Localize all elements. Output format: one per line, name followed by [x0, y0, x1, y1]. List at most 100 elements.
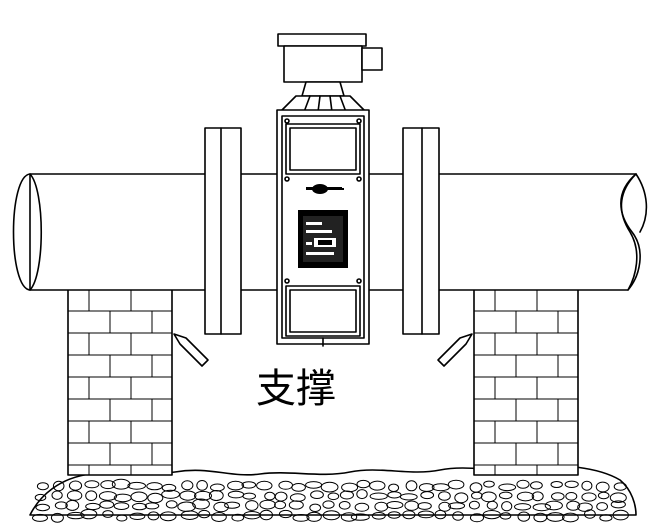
right-flange	[402, 127, 440, 335]
rubble-stone	[66, 511, 85, 520]
rubble-stone	[288, 500, 304, 510]
rubble-stone	[469, 513, 485, 523]
rubble-stone	[420, 491, 435, 500]
rubble-stone	[159, 511, 177, 522]
rubble-stone	[498, 491, 513, 500]
rubble-stone	[566, 500, 581, 511]
rubble-stone	[454, 492, 469, 504]
rubble-stone	[369, 480, 386, 491]
rubble-stone	[599, 514, 613, 522]
rubble-stone	[338, 501, 351, 510]
rubble-stone	[597, 491, 610, 500]
rubble-stone	[181, 480, 194, 491]
rubble-stone	[339, 490, 354, 500]
support-label: 支撑	[256, 366, 336, 412]
rubble-stone	[613, 482, 627, 491]
rubble-stone	[196, 480, 208, 491]
left-brick-pillar	[67, 288, 173, 476]
rubble-stone	[259, 509, 273, 521]
rubble-stone	[146, 482, 163, 491]
rubble-stone	[434, 509, 447, 520]
rubble-stone	[84, 480, 100, 489]
support-arrow-left	[173, 333, 209, 367]
rubble-stone	[322, 510, 341, 521]
rubble-stone	[532, 503, 551, 512]
rubble-stone	[452, 511, 464, 521]
rubble-stone	[371, 512, 386, 520]
rubble-stone	[54, 501, 68, 510]
rubble-stone	[544, 500, 563, 511]
rubble-stone	[99, 500, 115, 509]
rubble-stone	[551, 492, 565, 501]
rubble-stone	[438, 501, 452, 512]
rubble-stone	[369, 492, 388, 500]
rubble-stone	[386, 501, 404, 509]
rubble-stone	[387, 511, 401, 519]
rubble-stone	[564, 480, 579, 488]
rubble-stone	[36, 482, 49, 491]
rubble-stone	[405, 480, 418, 492]
rubble-stone	[516, 491, 535, 502]
rubble-stone	[127, 481, 146, 490]
rubble-stone	[85, 490, 98, 502]
rubble-stone	[165, 500, 178, 509]
rubble-stone	[65, 499, 80, 511]
rubble-stone	[310, 490, 324, 500]
rubble-stone	[610, 500, 626, 509]
rubble-stone	[256, 480, 273, 491]
flowmeter-body	[276, 33, 383, 347]
rubble-stone	[596, 502, 608, 511]
rubble-stone	[438, 491, 451, 501]
right-brick-pillar	[473, 288, 579, 476]
rubble-stone	[227, 480, 245, 491]
rubble-stone	[356, 489, 368, 500]
rubble-stone	[387, 491, 402, 499]
rubble-stone	[179, 490, 197, 501]
rubble-stone	[402, 510, 416, 520]
rubble-stone	[354, 502, 370, 512]
rubble-stone	[147, 492, 164, 504]
rubble-stone	[562, 512, 579, 523]
rubble-stone	[584, 509, 596, 519]
brand-logo	[306, 184, 344, 194]
rubble-stone	[102, 510, 114, 518]
rubble-stone	[291, 483, 306, 492]
rubble-stone	[231, 513, 245, 522]
rubble-stone	[417, 510, 435, 519]
rubble-stone	[340, 512, 358, 522]
rubble-stone	[242, 492, 256, 500]
rubble-stone	[546, 512, 565, 522]
rubble-stone	[194, 490, 212, 501]
rubble-stone	[161, 489, 181, 499]
rubble-stone	[581, 480, 593, 491]
rubble-stone	[132, 502, 147, 511]
display-panel	[298, 210, 348, 268]
rubble-stone	[34, 493, 47, 502]
rubble-stone	[327, 492, 340, 501]
rubble-stone	[208, 490, 224, 501]
rubble-stone	[259, 499, 276, 510]
rubble-stone	[498, 483, 517, 492]
rubble-stone	[612, 509, 629, 521]
rubble-stone	[192, 498, 210, 510]
rubble-stone	[530, 481, 543, 490]
rubble-stone	[499, 512, 512, 520]
rubble-stone	[514, 503, 532, 511]
rubble-stone	[32, 513, 48, 522]
rubble-stone	[517, 511, 531, 522]
rubble-stone	[550, 481, 563, 488]
rubble-stone	[417, 502, 432, 510]
rubble-stone	[241, 481, 257, 489]
rubble-stone	[306, 511, 322, 522]
rubble-stone	[111, 478, 131, 490]
rubble-stone	[35, 503, 51, 512]
rubble-stone	[274, 500, 287, 510]
rubble-stone	[581, 492, 597, 502]
rubble-stone	[350, 513, 370, 521]
rubble-stone	[448, 502, 466, 510]
rubble-stone	[161, 483, 177, 492]
rubble-stone	[483, 480, 495, 488]
rubble-stone	[68, 480, 83, 491]
rubble-stone	[211, 512, 227, 522]
rubble-stone	[447, 479, 465, 490]
